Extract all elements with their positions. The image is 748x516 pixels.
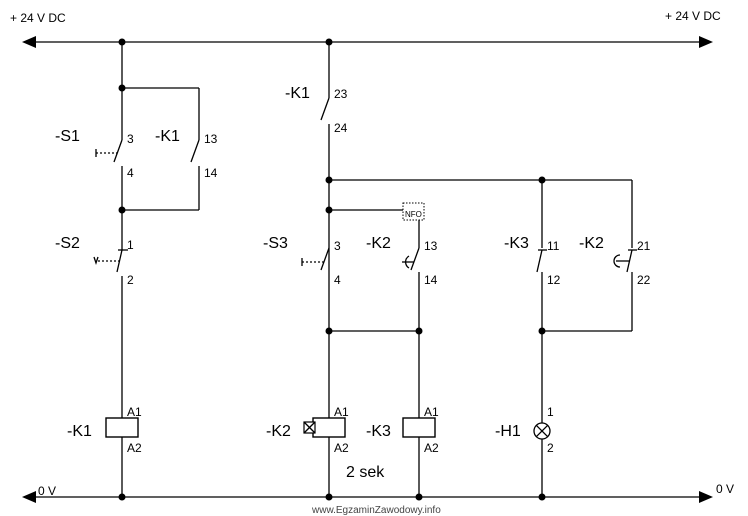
junction-dot: [538, 493, 546, 501]
junction-dot: [118, 84, 126, 92]
coil-k3: [402, 417, 436, 438]
pin-k2-21: 21: [637, 239, 651, 253]
label-k2-contact-a: -K2: [366, 235, 391, 252]
junction-dot: [415, 327, 423, 335]
pin-k1-a2: A2: [127, 441, 142, 455]
label-k1-coil: -K1: [67, 423, 92, 440]
rail-label-bottom-left: 0 V: [38, 484, 56, 498]
label-k2-contact-b: -K2: [579, 235, 604, 252]
junction-dot: [118, 206, 126, 214]
pin-s2-a: 1: [127, 238, 134, 252]
junction-dot: [325, 206, 333, 214]
branch-2-wires: [328, 42, 632, 497]
label-k3-contact: -K3: [504, 235, 529, 252]
pin-h1-1: 1: [547, 405, 554, 419]
timer-indicator-box: NFO: [402, 202, 425, 221]
top-rail: [22, 36, 713, 48]
label-s3: -S3: [263, 235, 288, 252]
pin-k1-a1: A1: [127, 405, 142, 419]
label-k2-coil: -K2: [266, 423, 291, 440]
rail-arrow-left-icon: [22, 491, 36, 503]
junction-dot: [538, 176, 546, 184]
junction-dot: [325, 493, 333, 501]
junction-dot: [118, 493, 126, 501]
pin-k2-13: 13: [424, 239, 438, 253]
label-k1-contact-b: -K1: [285, 85, 310, 102]
pin-s1-a: 3: [127, 132, 134, 146]
branch-3-wires: [541, 180, 633, 497]
contact-k2-21-22-nc-timed: [613, 249, 637, 273]
pin-k3-11: 11: [547, 239, 560, 253]
pin-s3-b: 4: [334, 273, 341, 287]
rail-arrow-right-icon: [699, 491, 713, 503]
coil-k2-delayed: [303, 417, 346, 438]
contact-k1-13-14: [190, 139, 200, 163]
rail-arrow-right-icon: [699, 36, 713, 48]
junction-dot: [118, 38, 126, 46]
switch-s2: [93, 249, 128, 273]
switch-s1: [95, 139, 123, 163]
rail-arrow-left-icon: [22, 36, 36, 48]
pin-k1-14: 14: [204, 166, 218, 180]
label-k3-coil: -K3: [366, 423, 391, 440]
label-s1: -S1: [55, 128, 80, 145]
junction-dot: [325, 327, 333, 335]
k2-delay-label: 2 sek: [346, 464, 385, 481]
switch-s3: [301, 247, 330, 271]
rail-label-bottom-right: 0 V: [716, 482, 734, 496]
pin-k3-a1: A1: [424, 405, 439, 419]
junction-dot: [325, 176, 333, 184]
pin-k3-a2: A2: [424, 441, 439, 455]
pin-s3-a: 3: [334, 239, 341, 253]
timer-box-label: NFO: [405, 210, 422, 219]
label-h1: -H1: [495, 423, 521, 440]
rail-label-top-right: + 24 V DC: [665, 9, 721, 23]
coil-k1: [105, 417, 139, 438]
pin-h1-2: 2: [547, 441, 554, 455]
junction-dot: [538, 327, 546, 335]
pin-k2-22: 22: [637, 273, 651, 287]
pin-k1-24: 24: [334, 121, 348, 135]
contact-k1-23-24: [320, 97, 330, 121]
pin-k1-13: 13: [204, 132, 218, 146]
branch-1-wires: [121, 42, 200, 497]
lamp-h1-icon: [533, 422, 551, 440]
junction-dot: [325, 38, 333, 46]
contact-k2-13-14-timed: [402, 247, 420, 271]
label-k1-contact-a: -K1: [155, 128, 180, 145]
junction-dot: [415, 493, 423, 501]
watermark: www.EgzaminZawodowy.info: [311, 505, 441, 516]
pin-k2-a2: A2: [334, 441, 349, 455]
pin-k2-14: 14: [424, 273, 438, 287]
label-s2: -S2: [55, 235, 80, 252]
pin-k3-12: 12: [547, 273, 561, 287]
pin-k2-a1: A1: [334, 405, 349, 419]
contact-k3-11-12-nc: [536, 249, 547, 273]
pin-s1-b: 4: [127, 166, 134, 180]
bottom-rail: [22, 491, 713, 503]
rail-label-top-left: + 24 V DC: [10, 11, 66, 25]
pin-k1-23: 23: [334, 87, 348, 101]
pin-s2-b: 2: [127, 273, 134, 287]
